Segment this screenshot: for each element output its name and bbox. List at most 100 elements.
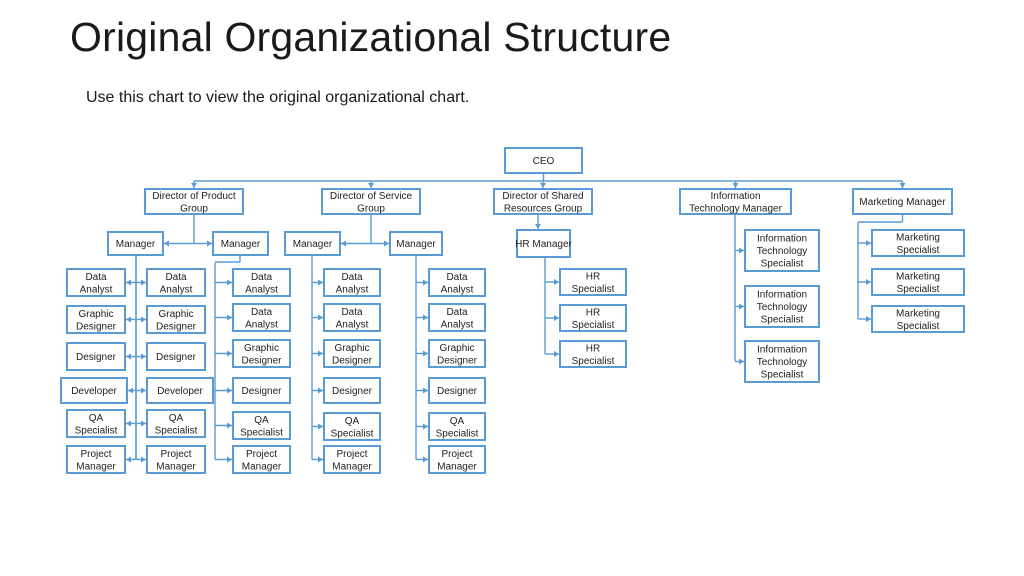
org-node-developer: Developer — [146, 377, 214, 404]
org-node-box — [232, 268, 291, 297]
org-node-designer: Designer — [428, 377, 486, 404]
org-node-box — [66, 445, 126, 474]
org-node-box — [428, 445, 486, 474]
org-node-box — [146, 268, 206, 297]
connector-arrowhead — [227, 387, 232, 394]
org-node-box — [232, 377, 291, 404]
org-node-box — [559, 340, 627, 368]
org-node-designer: Designer — [66, 342, 126, 371]
connector-arrowhead — [739, 358, 744, 365]
org-node-box — [66, 409, 126, 438]
org-node-label: HR Manager — [515, 239, 572, 250]
connector-arrowhead — [341, 240, 346, 247]
slide-subtitle: Use this chart to view the original orga… — [86, 89, 470, 106]
connector-arrowhead — [126, 353, 131, 360]
connector-arrowhead — [384, 240, 389, 247]
org-node-label: Designer — [76, 352, 117, 363]
connector-arrowhead — [227, 350, 232, 357]
org-node-box — [428, 377, 486, 404]
org-node-box — [232, 445, 291, 474]
org-node-manager: Manager — [212, 231, 269, 256]
connector-arrowhead — [866, 279, 871, 285]
org-node-label: CEO — [533, 156, 555, 167]
connector-arrowhead — [141, 279, 146, 286]
connector-arrowhead — [227, 422, 232, 429]
org-node-ceo: CEO — [504, 147, 583, 174]
connector-arrowhead — [141, 420, 146, 427]
connector-layer — [126, 173, 906, 463]
connector-arrowhead — [128, 387, 133, 394]
org-node-label: Designer — [241, 386, 282, 397]
connector-arrowhead — [540, 183, 546, 188]
org-node-marketing-manager: Marketing Manager — [852, 188, 953, 215]
org-node-box — [744, 285, 820, 328]
connector-arrowhead — [141, 456, 146, 463]
org-node-label: Designer — [332, 386, 373, 397]
org-node-box — [144, 188, 244, 215]
connector-arrowhead — [227, 314, 232, 321]
connector-arrowhead — [141, 387, 146, 394]
org-node-label: Manager — [221, 239, 261, 250]
org-node-box — [428, 268, 486, 297]
org-node-box — [323, 412, 381, 441]
org-node-box — [284, 231, 341, 256]
connector-arrowhead — [164, 240, 169, 247]
org-node-box — [871, 305, 965, 333]
connector-arrowhead — [126, 316, 131, 323]
org-node-box — [323, 377, 381, 404]
org-node-box — [232, 339, 291, 368]
org-node-box — [428, 303, 486, 332]
org-node-label: Manager — [396, 239, 436, 250]
org-node-label: Manager — [293, 239, 333, 250]
connector-arrowhead — [368, 183, 374, 188]
org-node-box — [232, 303, 291, 332]
org-node-box — [146, 409, 206, 438]
connector-arrowhead — [423, 387, 428, 394]
org-node-label: Designer — [437, 386, 478, 397]
org-node-label: Designer — [156, 352, 197, 363]
connector-arrowhead — [732, 183, 739, 188]
org-node-box — [744, 340, 820, 383]
org-node-box — [60, 377, 128, 404]
connector-arrowhead — [227, 456, 232, 463]
connector-arrowhead — [318, 423, 323, 430]
connector-arrowhead — [318, 314, 323, 321]
org-node-manager: Manager — [389, 231, 443, 256]
connector-arrowhead — [191, 183, 197, 188]
connector-arrowhead — [535, 224, 541, 229]
